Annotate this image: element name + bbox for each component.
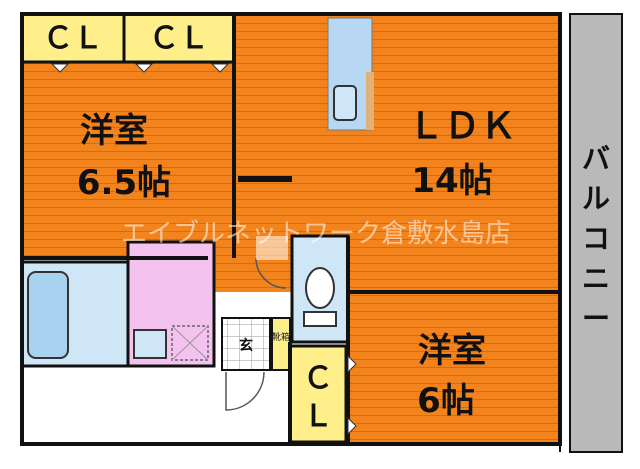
svg-text:コ: コ <box>582 222 610 255</box>
closet-bottom-label-l: Ｌ <box>303 399 333 434</box>
ldk-size: 14帖 <box>411 161 492 201</box>
svg-text:ニ: ニ <box>582 262 610 295</box>
western-room-b <box>348 292 560 444</box>
western-room-b-size: 6帖 <box>417 381 475 421</box>
watermark: エイブルネットワーク倉敷水島店 <box>121 219 511 249</box>
entrance-label: 玄 <box>239 337 253 354</box>
shoe-box-label: 靴箱 <box>272 331 290 343</box>
closet-bottom-label-c: Ｃ <box>303 361 333 396</box>
sink-basin <box>333 85 357 121</box>
balcony-label: バ ル コ ニ ー <box>582 142 610 335</box>
sink <box>133 329 167 359</box>
closet-left-label: ＣＬ <box>43 21 103 56</box>
western-room-b-name: 洋室 <box>418 331 486 371</box>
bathtub <box>27 271 69 359</box>
ldk-name: ＬＤＫ <box>408 106 516 147</box>
western-room-a-name: 洋室 <box>80 111 148 151</box>
closet-right-label: ＣＬ <box>149 21 209 56</box>
entrance <box>221 317 271 371</box>
svg-text:ル: ル <box>582 182 610 215</box>
svg-text:バ: バ <box>582 142 610 175</box>
entrance-door <box>225 371 265 411</box>
western-room-a <box>22 62 234 258</box>
washer-pan <box>171 325 209 361</box>
balcony-area <box>569 13 623 453</box>
svg-text:ー: ー <box>582 302 610 335</box>
toilet-icon <box>305 267 335 309</box>
shoe-box <box>271 317 291 371</box>
western-room-a-size: 6.5帖 <box>77 163 171 203</box>
